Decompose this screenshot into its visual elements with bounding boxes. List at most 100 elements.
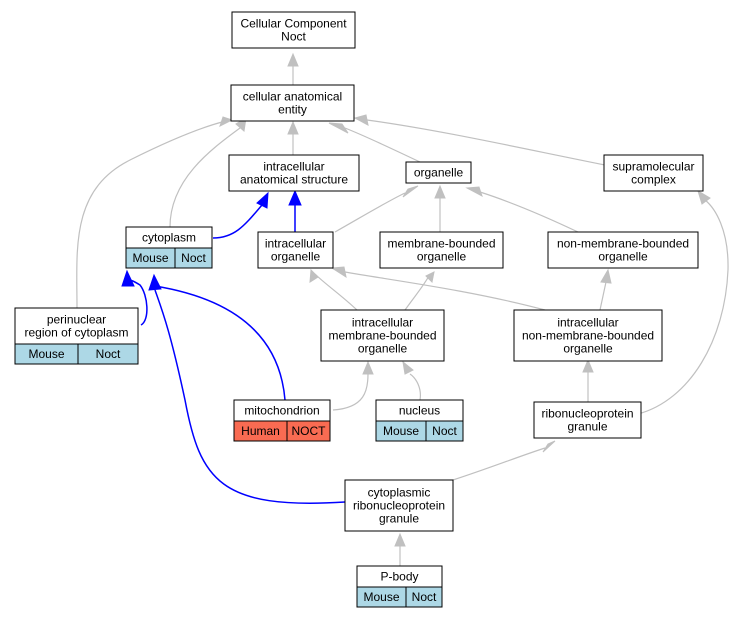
- edge-imbo-mbo: [404, 273, 431, 311]
- node-crnp-box: [344, 479, 454, 532]
- node-rnp-box: [533, 401, 642, 439]
- arrowhead-blue-cyto-1: [121, 269, 135, 287]
- node-root-label: Noct: [281, 30, 306, 44]
- edge-imbo-io: [314, 273, 358, 311]
- edge-mito-cyto: [154, 285, 286, 401]
- node-ias-box: [228, 154, 360, 192]
- node-pbody-species: Mouse: [363, 590, 399, 604]
- node-rnp-label: granule: [567, 420, 607, 434]
- node-nucleus-species: Mouse: [383, 424, 419, 438]
- arrowhead-blue-cyto-2: [148, 273, 162, 291]
- node-peri-box: [14, 307, 139, 345]
- node-inmbo-label: organelle: [563, 342, 613, 356]
- node-cyto-gene: Noct: [181, 251, 206, 265]
- edge-mito-imbo: [332, 373, 369, 411]
- node-root-label: Cellular Component: [240, 17, 347, 31]
- node-mbo-label: organelle: [417, 250, 467, 264]
- node-cyto-species: Mouse: [132, 251, 168, 265]
- node-mito-gene: NOCT: [292, 424, 327, 438]
- node-imbo-label: organelle: [358, 342, 408, 356]
- node-imbo-label: membrane-bounded: [328, 329, 436, 343]
- node-rnp-label: ribonucleoprotein: [541, 407, 633, 421]
- edge-peri-cae: [76, 121, 223, 309]
- node-pbody-label: P-body: [380, 570, 418, 584]
- node-cae-label: entity: [278, 103, 307, 117]
- node-imbo-label: intracellular: [352, 316, 413, 330]
- arrowhead-imbo-2: [402, 360, 414, 375]
- arrowhead-io-1: [309, 268, 319, 283]
- node-ias-label: intracellular: [263, 160, 324, 174]
- edge-nmbo-organelle: [479, 191, 579, 233]
- arrowhead-organelle-3: [465, 186, 483, 198]
- node-cyto-gene-cell: [174, 247, 213, 269]
- node-cyto-label: cytoplasm: [142, 231, 196, 245]
- node-nucleus-label: nucleus: [399, 404, 440, 418]
- node-mito-gene-cell: [286, 420, 331, 442]
- node-inmbo-box: [513, 309, 663, 362]
- node-io-label: organelle: [271, 250, 321, 264]
- node-mito-species: Human: [241, 424, 280, 438]
- arrowhead-mbo: [425, 271, 435, 284]
- node-nmbo-label: organelle: [598, 250, 648, 264]
- node-nmbo-box: [547, 231, 699, 269]
- node-peri-label: perinuclear: [47, 313, 106, 327]
- edge-inmbo-io: [344, 271, 546, 311]
- node-nucleus-gene: Noct: [432, 424, 457, 438]
- node-organelle-label: organelle: [414, 166, 464, 180]
- node-peri-gene-cell: [77, 343, 139, 365]
- node-cae-box: [230, 84, 355, 122]
- arrowhead-io-2: [330, 266, 347, 279]
- node-nucleus-gene-cell: [425, 420, 464, 442]
- arrowhead-cae-2: [328, 122, 349, 134]
- node-peri-label: region of cytoplasm: [24, 326, 128, 340]
- arrowhead-organelle-1: [402, 185, 419, 198]
- node-io-box: [257, 231, 334, 269]
- node-cae-label: cellular anatomical: [243, 90, 342, 104]
- node-mbo-box: [379, 231, 504, 269]
- edge-organelle-cae: [344, 127, 421, 163]
- edge-crnp-rnp: [452, 447, 546, 481]
- node-mbo-label: membrane-bounded: [387, 237, 495, 251]
- arrowhead-crnp: [394, 532, 406, 547]
- arrowhead-nmbo: [600, 268, 612, 284]
- node-nmbo-label: non-membrane-bounded: [557, 237, 689, 251]
- node-mito-label: mitochondrion: [244, 404, 319, 418]
- arrowhead-blue-ias-2: [288, 189, 302, 206]
- node-organelle-box: [405, 161, 472, 184]
- node-peri-species: Mouse: [28, 347, 64, 361]
- edge-nucleus-imbo: [409, 373, 421, 401]
- arrowhead-cae-5: [219, 116, 234, 127]
- arrowhead-rnp: [542, 440, 556, 453]
- node-inmbo[interactable]: intracellularnon-membrane-boundedorganel…: [513, 309, 663, 362]
- arrowhead-supra: [697, 189, 711, 205]
- edge-cyto-cae: [169, 127, 241, 228]
- node-root-box: [231, 11, 356, 49]
- node-imbo-box: [320, 309, 445, 362]
- node-io-label: intracellular: [265, 237, 326, 251]
- edge-cyto-ias: [212, 204, 263, 239]
- arrowhead-organelle-2: [434, 184, 446, 199]
- edge-io-organelle: [334, 192, 406, 233]
- node-inmbo-label: intracellular: [557, 316, 618, 330]
- edge-crnp-cyto: [154, 289, 346, 504]
- node-supra-box: [603, 154, 704, 192]
- node-organelle[interactable]: organelle: [405, 161, 472, 184]
- node-crnp-label: cytoplasmic: [368, 486, 431, 500]
- node-pbody-gene: Noct: [412, 590, 437, 604]
